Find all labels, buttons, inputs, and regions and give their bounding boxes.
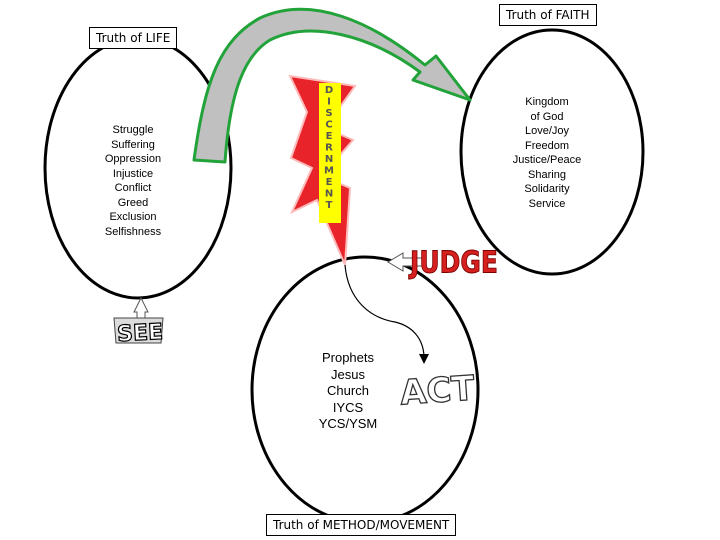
bolt-letter: C <box>325 120 332 131</box>
faith-item: Justice/Peace <box>512 154 582 166</box>
faith-item: Kingdom <box>525 96 569 108</box>
bolt-letter: R <box>325 143 333 154</box>
life-item: Suffering <box>111 138 155 151</box>
faith-item: of God <box>530 110 564 123</box>
bolt-letter: E <box>326 177 333 188</box>
see-badge <box>113 317 164 344</box>
life-to-faith-arrow <box>192 7 472 164</box>
see-arrow-icon <box>133 296 149 319</box>
bolt-letter: I <box>327 97 331 108</box>
life-item: Exclusion <box>109 211 157 223</box>
judge-arrow-icon <box>387 252 423 272</box>
faith-item: Freedom <box>524 139 570 152</box>
faith-item: Love/Joy <box>524 125 570 137</box>
method-item: YCS/YSM <box>318 416 378 431</box>
method-item: Church <box>327 383 369 398</box>
bolt-letter: S <box>325 108 332 119</box>
judge-text: JUDGE <box>408 244 498 280</box>
life-item: Struggle <box>112 124 154 136</box>
bolt-letter: M <box>324 166 334 177</box>
faith-circle <box>459 28 645 276</box>
life-item: Oppression <box>104 153 162 165</box>
method-label: Truth of METHOD/MOVEMENT <box>266 514 457 536</box>
life-item: Greed <box>117 196 149 209</box>
life-label: Truth of LIFE <box>89 27 178 49</box>
life-list: Struggle Suffering Oppression Injustice … <box>76 123 190 239</box>
connector-arrowhead <box>419 354 429 364</box>
method-item: IYCS <box>332 399 364 415</box>
life-item: Conflict <box>114 182 152 194</box>
faith-item: Service <box>528 197 566 210</box>
see-text: SEE <box>117 320 164 347</box>
bolt-letter: N <box>325 154 333 165</box>
method-list: Prophets Jesus Church IYCS YCS/YSM <box>298 350 398 433</box>
faith-item: Sharing <box>528 168 566 181</box>
faith-label: Truth of FAITH <box>499 4 597 26</box>
bolt-letter: E <box>326 131 333 142</box>
life-item: Selfishness <box>104 225 162 238</box>
bolt-letter: D <box>325 85 333 96</box>
method-item: Jesus <box>331 366 365 382</box>
bolt-letter: N <box>325 189 333 200</box>
discernment-strip <box>319 83 341 223</box>
faith-list: Kingdom of God Love/Joy Freedom Justice/… <box>497 95 597 211</box>
judge-to-act-connector <box>344 264 425 357</box>
method-item: Prophets <box>321 350 375 365</box>
faith-item: Solidarity <box>524 183 570 195</box>
bolt-letter: T <box>326 200 333 211</box>
life-item: Injustice <box>112 167 154 180</box>
act-text: ACT <box>399 368 477 413</box>
